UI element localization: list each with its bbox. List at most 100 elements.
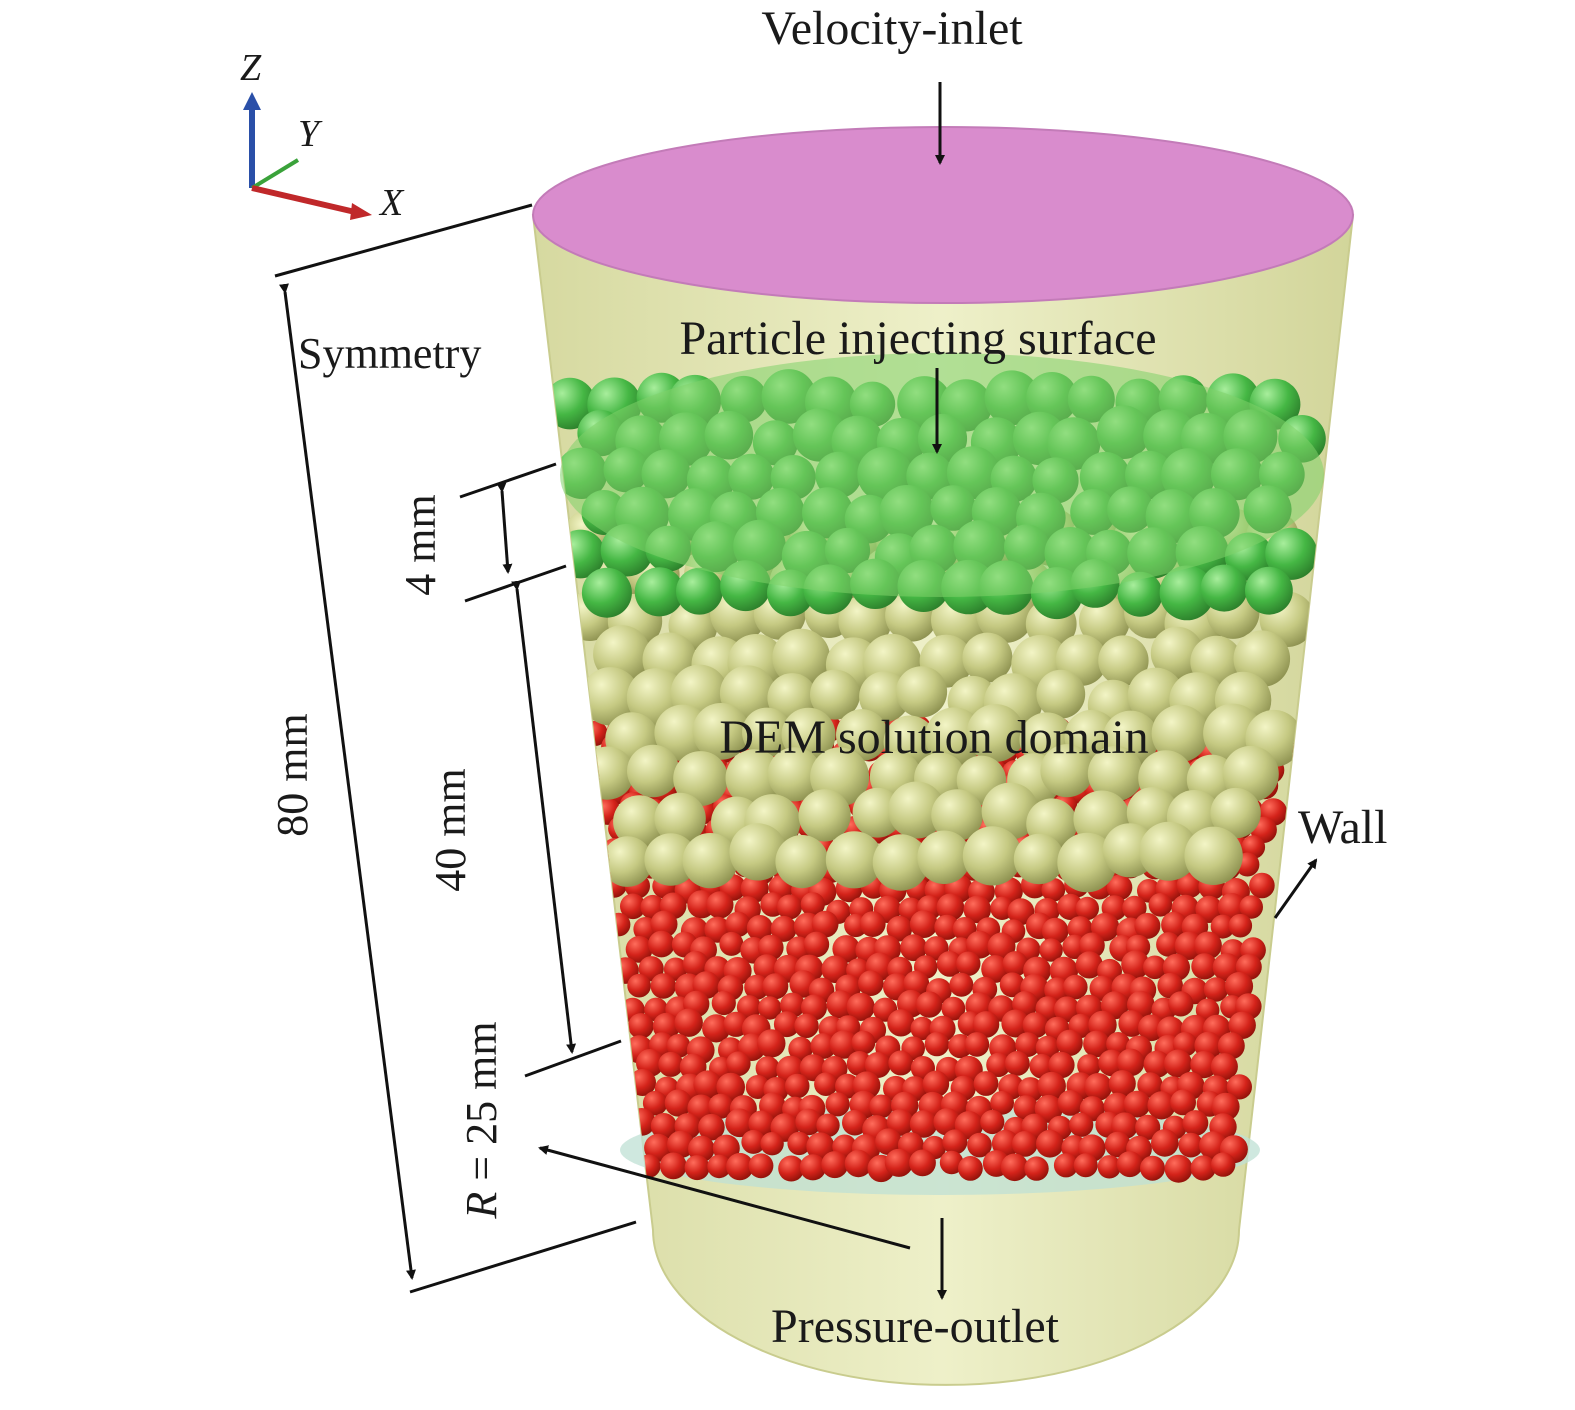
symmetry-label: Symmetry [298, 329, 481, 378]
particle [650, 1113, 677, 1139]
particle [676, 567, 723, 615]
particle [757, 934, 784, 961]
particle [1168, 991, 1194, 1017]
x-axis-label: X [378, 182, 405, 224]
particle [990, 1090, 1014, 1115]
particle [627, 744, 680, 798]
particle [1170, 1089, 1196, 1116]
particle [606, 912, 631, 937]
particle [844, 1149, 873, 1178]
particle [1087, 745, 1144, 802]
particle [909, 1110, 938, 1138]
particle [1150, 626, 1204, 680]
particle [544, 377, 596, 430]
particle [777, 894, 802, 920]
particle [787, 1131, 811, 1156]
particle [794, 1013, 819, 1038]
particle [875, 1128, 902, 1155]
particle [682, 950, 709, 977]
particle [864, 1052, 891, 1078]
particle [746, 915, 773, 941]
particle [726, 1051, 751, 1076]
particle [980, 1109, 1005, 1135]
particle [1210, 1053, 1238, 1081]
particle [795, 1108, 822, 1136]
particle [829, 1030, 858, 1059]
particle [887, 1009, 915, 1037]
particle [772, 628, 831, 687]
particle [708, 1093, 734, 1119]
dim-40mm-label: 40 mm [426, 768, 475, 891]
particle [581, 746, 635, 800]
particle [1053, 1153, 1079, 1178]
particle [1106, 874, 1133, 901]
particle [958, 1156, 983, 1181]
particle [832, 935, 860, 963]
particle [1013, 1095, 1039, 1120]
particle [698, 1113, 725, 1141]
particle [942, 1129, 968, 1155]
particle [1108, 1070, 1136, 1098]
particle [965, 930, 994, 959]
particle [650, 973, 676, 999]
particle [745, 1075, 770, 1099]
particle [711, 990, 736, 1016]
particle [725, 1108, 754, 1138]
particle-injecting-surface-label: Particle injecting surface [679, 312, 1156, 365]
particle [726, 1152, 754, 1181]
particle [1104, 1131, 1131, 1158]
particle [909, 1149, 936, 1177]
particle [835, 1073, 860, 1099]
particle [1075, 896, 1100, 921]
particle [1239, 895, 1263, 919]
particle [659, 1152, 687, 1180]
particle [1249, 872, 1275, 899]
particle [924, 1031, 950, 1057]
particle [800, 892, 825, 917]
particle [673, 751, 728, 806]
particle [1178, 1132, 1204, 1158]
particle [642, 1090, 668, 1116]
particle [1123, 1090, 1151, 1118]
particle [719, 931, 744, 956]
particle [962, 826, 1023, 886]
particle [767, 747, 822, 802]
particle [1037, 1071, 1066, 1101]
particle [757, 1029, 786, 1058]
particle [1057, 832, 1117, 893]
particle [1190, 1051, 1218, 1079]
dem-solution-domain-label: DEM solution domain [719, 711, 1148, 764]
particle [1135, 1114, 1161, 1140]
particle [784, 1073, 810, 1099]
particle [1134, 912, 1161, 939]
particle [1121, 950, 1150, 979]
particle [936, 951, 963, 977]
particle [1002, 951, 1028, 977]
particle [1001, 1009, 1030, 1038]
particle [1022, 1012, 1049, 1038]
particle [1140, 1155, 1165, 1181]
particle [674, 1008, 703, 1037]
particle [742, 707, 792, 758]
particle [788, 1036, 813, 1062]
particle [744, 974, 770, 1000]
particle [620, 893, 646, 920]
particle [1077, 1054, 1101, 1078]
particle [900, 934, 927, 962]
particle [1015, 1032, 1040, 1057]
particle [1075, 951, 1103, 979]
particle [1164, 1154, 1193, 1183]
particle [1143, 955, 1167, 980]
particle [1245, 566, 1293, 615]
particle [1226, 1074, 1252, 1100]
particle [667, 1130, 695, 1159]
dim-radius-label: R = 25 mm [457, 1021, 506, 1219]
particle [773, 1011, 800, 1038]
particle [634, 567, 684, 617]
particle [1137, 1072, 1163, 1098]
z-axis-label: Z [240, 47, 262, 89]
particle [972, 1011, 1000, 1038]
particle-injecting-surface [560, 353, 1324, 597]
